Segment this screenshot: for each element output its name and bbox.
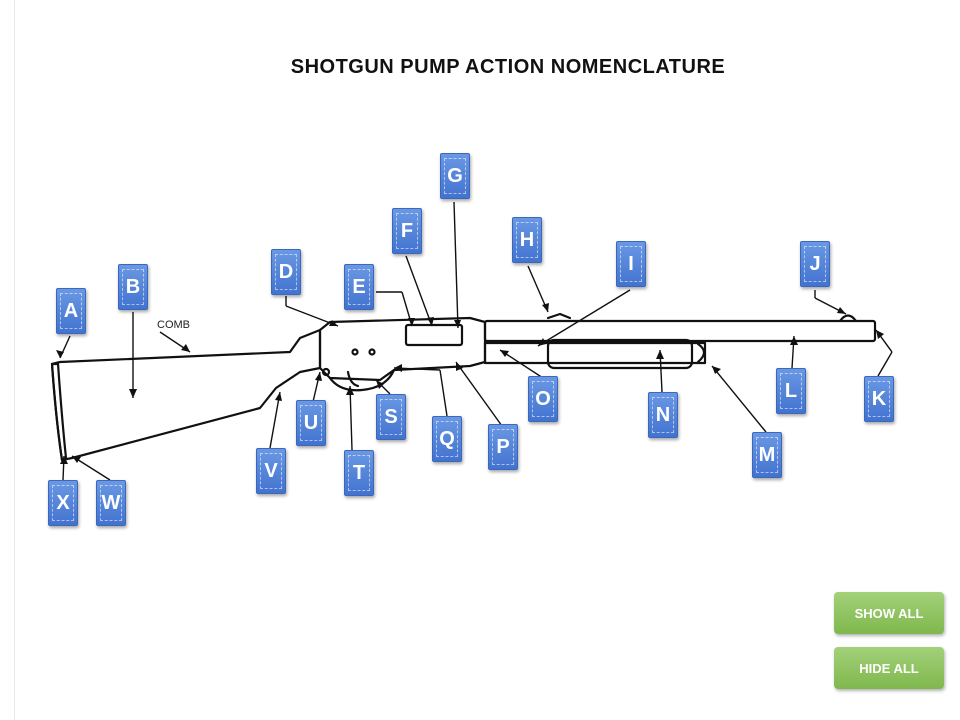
tag-q[interactable]: Q — [432, 416, 462, 462]
tag-b[interactable]: B — [118, 264, 148, 310]
magazine-cap — [696, 342, 706, 364]
tag-u[interactable]: U — [296, 400, 326, 446]
tag-e[interactable]: E — [344, 264, 374, 310]
forend — [546, 338, 694, 370]
tag-s[interactable]: S — [376, 394, 406, 440]
receiver-outline — [318, 316, 487, 382]
trigger-guard — [328, 368, 396, 392]
tag-v[interactable]: V — [256, 448, 286, 494]
tag-g[interactable]: G — [440, 153, 470, 199]
page-border — [14, 0, 15, 720]
tag-h[interactable]: H — [512, 217, 542, 263]
hide-all-button[interactable]: HIDE ALL — [834, 647, 944, 689]
tag-o[interactable]: O — [528, 376, 558, 422]
tag-m[interactable]: M — [752, 432, 782, 478]
tag-p[interactable]: P — [488, 424, 518, 470]
magazine-tube — [483, 341, 707, 365]
tag-w[interactable]: W — [96, 480, 126, 526]
page-title: SHOTGUN PUMP ACTION NOMENCLATURE — [290, 56, 726, 78]
tag-i[interactable]: I — [616, 241, 646, 287]
tag-x[interactable]: X — [48, 480, 78, 526]
tag-n[interactable]: N — [648, 392, 678, 438]
comb-label: COMB — [157, 319, 190, 331]
tag-l[interactable]: L — [776, 368, 806, 414]
front-sight — [838, 314, 858, 323]
barrel — [483, 319, 877, 343]
show-all-button[interactable]: SHOW ALL — [834, 592, 944, 634]
tag-f[interactable]: F — [392, 208, 422, 254]
tag-a[interactable]: A — [56, 288, 86, 334]
tag-k[interactable]: K — [864, 376, 894, 422]
tag-t[interactable]: T — [344, 450, 374, 496]
trigger — [346, 370, 360, 388]
tag-j[interactable]: J — [800, 241, 830, 287]
ejection-port — [404, 323, 464, 347]
tag-d[interactable]: D — [271, 249, 301, 295]
buttplate — [50, 362, 68, 462]
